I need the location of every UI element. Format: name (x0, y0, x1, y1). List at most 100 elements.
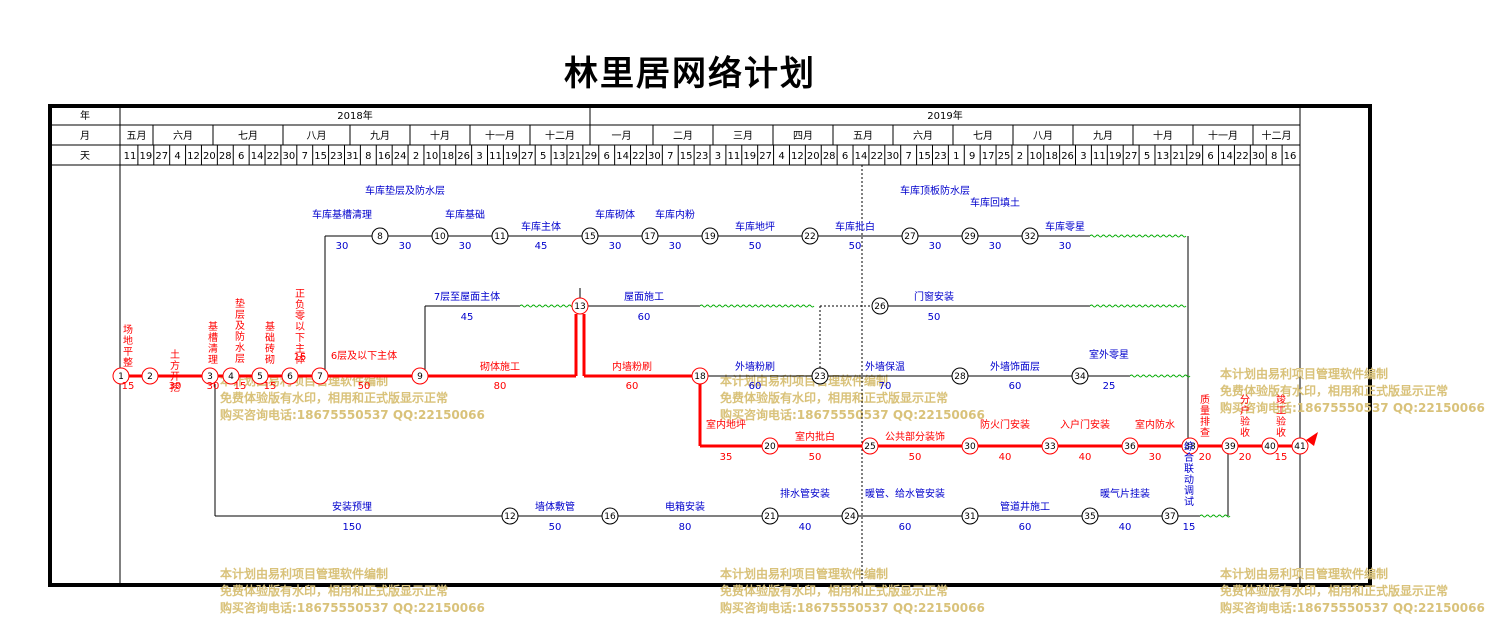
event-node (1121, 437, 1139, 455)
day-label: 22 (632, 151, 645, 162)
activity-duration: 15 (234, 381, 247, 392)
day-label: 21 (569, 151, 582, 162)
day-label: 30 (886, 151, 899, 162)
node-number: 22 (804, 232, 815, 242)
activity-name: 砖 (265, 342, 275, 355)
day-label: 5 (1144, 151, 1150, 162)
event-node (901, 227, 919, 245)
node-number: 29 (964, 232, 976, 242)
event-node (961, 227, 979, 245)
month-label: 六月 (173, 130, 193, 142)
day-label: 6 (604, 151, 610, 162)
activity-name: 平 (123, 347, 133, 358)
activity-name: 基 (265, 320, 275, 333)
day-label: 26 (1061, 151, 1074, 162)
activity-name: 室内地坪 (706, 418, 746, 431)
activity-name: 车库垫层及防水层 (365, 184, 445, 197)
month-label: 八月 (307, 130, 327, 142)
activity-name: 开 (170, 372, 180, 383)
day-label: 17 (982, 151, 995, 162)
activity-name: 整 (123, 356, 133, 369)
watermark-text: 本计划由易利项目管理软件编制 (1220, 366, 1388, 381)
node-number: 32 (1024, 232, 1035, 242)
node-number: 35 (1084, 512, 1095, 522)
activity-name: 收 (1240, 426, 1250, 439)
activity-name: 垫 (235, 297, 245, 310)
month-label: 九月 (370, 130, 390, 142)
activity-name: 理 (208, 354, 218, 366)
activity-name: 公共部分装饰 (885, 430, 945, 443)
activity-name: 以 (295, 322, 305, 333)
activity-name: 收 (1276, 426, 1286, 439)
event-node (801, 227, 819, 245)
node-number: 16 (604, 512, 616, 522)
activity-name: 动 (1184, 474, 1194, 486)
month-label: 九月 (1093, 130, 1113, 142)
event-node (311, 367, 329, 385)
activity-name: 验 (1240, 415, 1250, 428)
month-label: 二月 (673, 130, 693, 142)
day-label: 19 (505, 151, 518, 162)
activity-name: 车库地坪 (735, 220, 775, 233)
activity-name: 地 (123, 334, 133, 347)
day-label: 21 (1172, 151, 1185, 162)
activity-duration: 60 (638, 312, 651, 323)
watermark-text: 免费体验版有水印，相用和正式版显示正常 (1220, 583, 1448, 598)
event-node (1041, 437, 1059, 455)
activity-name: 体 (295, 354, 305, 366)
activity-name: 下 (295, 333, 305, 344)
event-node (701, 227, 719, 245)
node-number: 8 (377, 232, 383, 242)
day-label: 24 (394, 151, 407, 162)
day-label: 16 (378, 151, 391, 162)
node-number: 11 (494, 232, 505, 242)
day-label: 7 (667, 151, 673, 162)
node-number: 23 (814, 372, 825, 382)
activity-name: 门窗安装 (914, 290, 954, 303)
float-line (1129, 374, 1191, 378)
activity-duration: 80 (494, 381, 507, 392)
node-number: 15 (584, 232, 595, 242)
activity-duration: 30 (207, 381, 220, 392)
day-label: 14 (855, 151, 868, 162)
activity-name: 主 (295, 343, 305, 355)
watermark-text: 本计划由易利项目管理软件编制 (220, 566, 388, 581)
activity-duration: 30 (609, 241, 622, 252)
activity-duration: 50 (809, 452, 822, 463)
day-label: 6 (238, 151, 244, 162)
month-label: 十二月 (1262, 129, 1292, 142)
month-label: 七月 (973, 130, 993, 142)
day-label: 19 (1109, 151, 1122, 162)
activity-name: 土 (170, 348, 180, 361)
activity-name: 负 (295, 298, 305, 311)
event-node (571, 297, 589, 315)
activity-name: 合 (1184, 451, 1194, 464)
day-label: 12 (187, 151, 200, 162)
event-node (1081, 507, 1099, 525)
node-number: 21 (764, 512, 775, 522)
node-number: 13 (574, 302, 585, 312)
event-node (691, 367, 709, 385)
activity-name: 质 (1200, 394, 1210, 406)
activity-name: 挖 (170, 381, 180, 394)
activity-duration: 30 (169, 381, 182, 392)
event-node (1021, 227, 1039, 245)
float-line (699, 304, 815, 308)
activity-name: 车库主体 (521, 220, 561, 233)
activity-name: 室内批白 (795, 430, 835, 443)
activity-name: 联 (1184, 463, 1194, 475)
activity-duration: 50 (909, 452, 922, 463)
month-label: 十一月 (485, 129, 515, 142)
activity-name: 车库砌体 (595, 208, 635, 221)
activity-name: 暖气片挂装 (1100, 487, 1150, 500)
activity-name: 车库基槽清理 (312, 208, 372, 221)
day-label: 7 (905, 151, 911, 162)
activity-duration: 15 (1275, 452, 1288, 463)
activity-duration: 50 (928, 312, 941, 323)
day-label: 11 (1093, 151, 1106, 162)
month-label: 五月 (127, 130, 147, 142)
day-label: 23 (934, 151, 947, 162)
node-number: 31 (964, 512, 975, 522)
event-node (581, 227, 599, 245)
